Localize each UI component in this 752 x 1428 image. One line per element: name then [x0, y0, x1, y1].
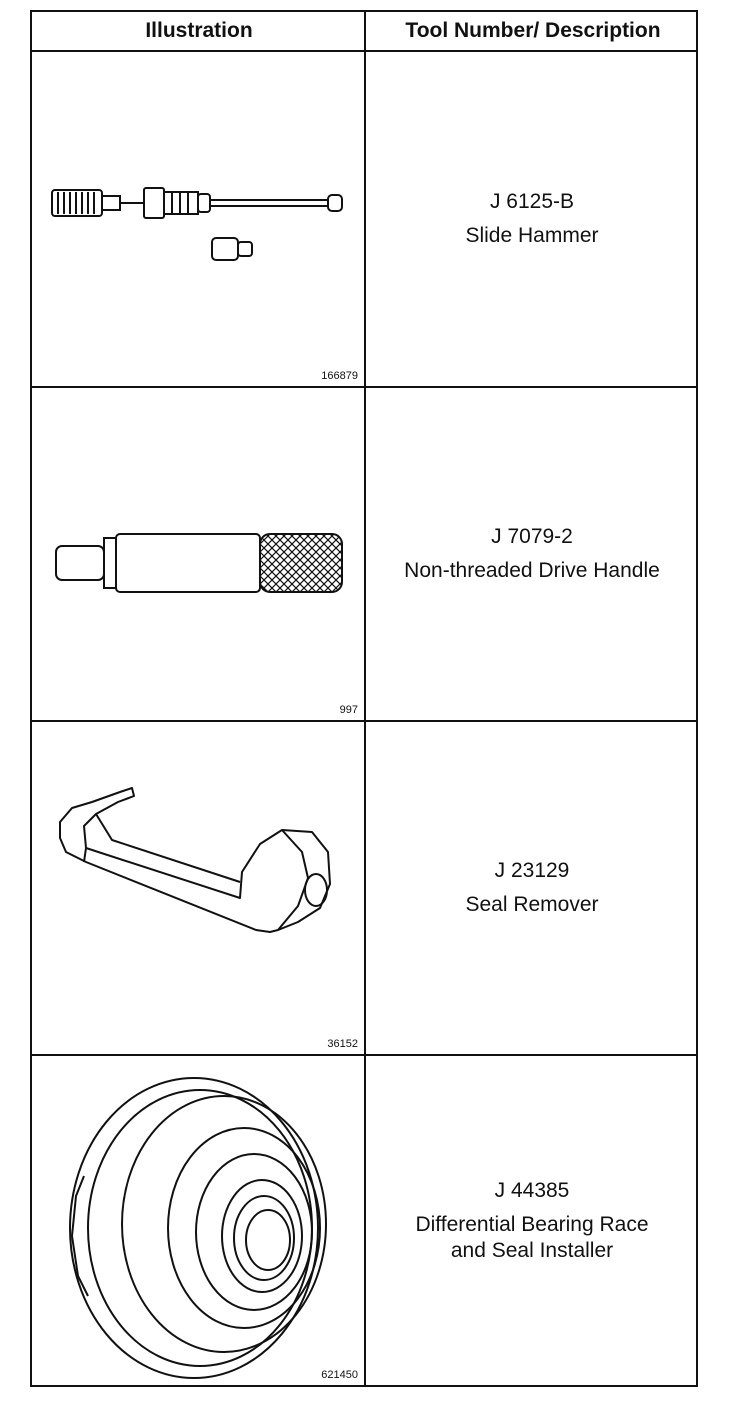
header-description: Tool Number/ Description	[405, 19, 661, 42]
tool-description: Slide Hammer	[465, 224, 599, 247]
illustration-cell: 997	[32, 388, 364, 720]
illustration-cell: 621450	[32, 1056, 364, 1385]
tool-number: J 23129	[494, 859, 570, 882]
description-cell: J 6125-B Slide Hammer	[366, 52, 698, 386]
bearing-race-installer-icon	[69, 1077, 327, 1379]
description-cell: J 7079-2 Non-threaded Drive Handle	[366, 388, 698, 720]
table-row: 997 J 7079-2 Non-threaded Drive Handle	[32, 386, 696, 720]
tool-number: J 44385	[494, 1178, 570, 1202]
figure-number: 166879	[321, 370, 358, 382]
header-illustration: Illustration	[145, 19, 253, 42]
tool-number: J 7079-2	[491, 525, 573, 548]
tool-description-line: Differential Bearing Race	[415, 1212, 649, 1236]
column-divider	[364, 12, 366, 1385]
drive-handle-icon	[55, 533, 343, 593]
table-header: Illustration Tool Number/ Description	[32, 12, 696, 52]
table-row: 621450 J 44385 Differential Bearing Race…	[32, 1054, 696, 1385]
illustration-cell: 36152	[32, 722, 364, 1054]
table-row: 36152 J 23129 Seal Remover	[32, 720, 696, 1054]
tools-table: Illustration Tool Number/ Description	[30, 10, 698, 1387]
description-cell: J 23129 Seal Remover	[366, 722, 698, 1054]
seal-remover-icon	[59, 787, 331, 933]
tool-number: J 6125-B	[489, 190, 575, 213]
tool-description: Non-threaded Drive Handle	[404, 559, 660, 582]
figure-number: 621450	[321, 1369, 358, 1381]
figure-number: 36152	[327, 1038, 358, 1050]
figure-number: 997	[339, 704, 358, 716]
tool-description-line: and Seal Installer	[450, 1238, 614, 1262]
illustration-cell: 166879	[32, 52, 364, 386]
tool-description: Seal Remover	[465, 893, 599, 916]
slide-hammer-icon	[51, 187, 343, 261]
table-row: 166879 J 6125-B Slide Hammer	[32, 52, 696, 386]
description-cell: J 44385 Differential Bearing Race and Se…	[366, 1056, 698, 1385]
